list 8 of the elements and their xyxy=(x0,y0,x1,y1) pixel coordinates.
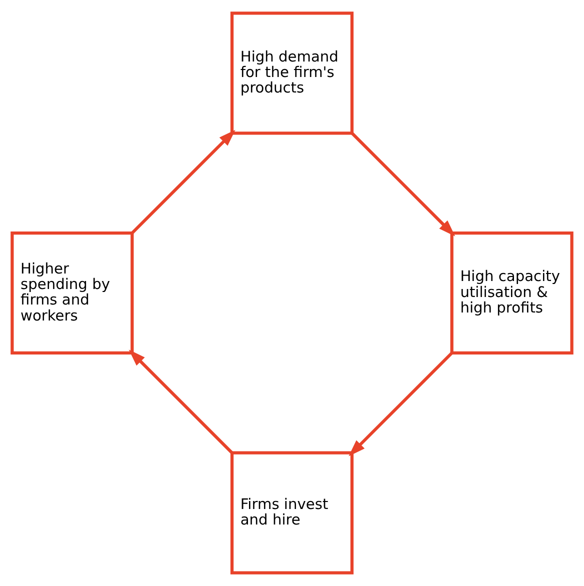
arrow xyxy=(128,350,234,454)
arrow xyxy=(131,130,236,234)
arrow xyxy=(348,352,453,456)
node-box: Higher spending by firms and workers xyxy=(10,231,134,355)
node-box: High demand for the firm's products xyxy=(230,12,354,135)
node-box: High capacity utilisation & high profits xyxy=(450,231,574,355)
arrow xyxy=(350,132,456,236)
node-box: Firms invest and hire xyxy=(230,451,354,574)
